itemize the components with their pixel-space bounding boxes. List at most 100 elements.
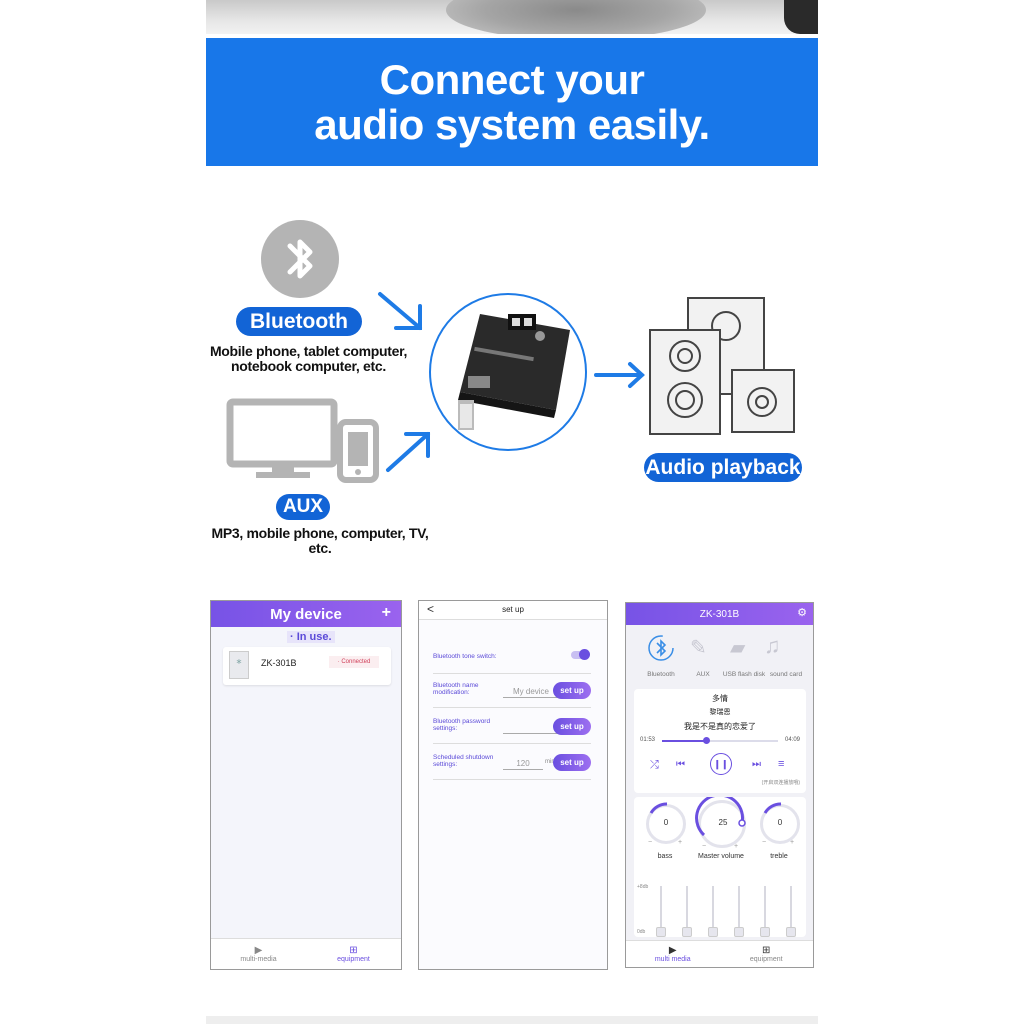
phone-screen-player: ZK-301B ⚙ ✎ ▰ ♫ Bluetooth AUX USB flash … <box>625 602 814 968</box>
song-artist: 黎瑞恩 <box>709 709 731 716</box>
pause-button[interactable]: ❙❙ <box>710 753 732 775</box>
settings-gear-icon[interactable]: ⚙ <box>797 607 807 619</box>
source-label-sound-card: sound card <box>769 671 803 678</box>
player-tab-equipment-label: equipment <box>749 956 783 963</box>
eq-thumb-4[interactable] <box>734 927 744 937</box>
treble-knob-arc-icon <box>763 802 782 814</box>
in-use-heading: · In use. <box>287 631 335 643</box>
bluetooth-pill: Bluetooth <box>236 307 362 336</box>
bass-value: 0 <box>663 818 669 827</box>
name-setup-button[interactable]: set up <box>553 682 591 699</box>
master-volume-plus[interactable]: + <box>734 843 739 850</box>
amplifier-board-image <box>429 293 587 451</box>
player-grid-icon: ⊞ <box>762 945 771 956</box>
name-label: Bluetooth name modification: <box>433 682 479 696</box>
audio-playback-pill: Audio playback <box>644 453 802 482</box>
player-tab-equipment[interactable]: ⊞ equipment <box>720 941 814 967</box>
headline-line-1: Connect your <box>379 56 645 103</box>
name-input[interactable]: My device <box>503 687 559 698</box>
password-label: Bluetooth password settings: <box>433 718 491 732</box>
source-label-usb: USB flash disk <box>722 671 766 678</box>
source-label-aux: AUX <box>696 671 710 678</box>
treble-plus[interactable]: + <box>790 839 795 846</box>
sleeve-shape <box>446 0 706 34</box>
song-title: 多情 <box>712 694 728 703</box>
eq-track-1[interactable] <box>660 886 662 934</box>
bottom-strip <box>206 1016 818 1024</box>
my-device-tab-bar: ▶ multi-media ⊞ equipment <box>211 938 401 969</box>
eq-thumb-2[interactable] <box>682 927 692 937</box>
sound-card-source-icon[interactable]: ♫ <box>764 633 781 658</box>
shutdown-minutes-input[interactable]: 120 <box>503 759 543 770</box>
eq-track-2[interactable] <box>686 886 688 934</box>
tone-toggle[interactable] <box>571 649 590 660</box>
progress-thumb[interactable] <box>703 737 711 744</box>
aux-pill: AUX <box>276 494 330 520</box>
bluetooth-desc: Mobile phone, tablet computer, notebook … <box>206 344 411 374</box>
shutdown-label: Scheduled shutdown settings: <box>433 754 494 768</box>
eq-track-6[interactable] <box>790 886 792 934</box>
previous-icon[interactable]: ⏮ <box>676 759 685 770</box>
eq-track-4[interactable] <box>738 886 740 934</box>
player-tab-multi-media-label: multi media <box>654 956 691 963</box>
device-name: ZK-301B <box>261 658 297 668</box>
treble-minus[interactable]: − <box>762 839 767 846</box>
password-setup-button[interactable]: set up <box>553 718 591 735</box>
password-input[interactable] <box>503 723 559 734</box>
tab-multi-media-label: multi-media <box>240 956 277 963</box>
tab-equipment[interactable]: ⊞ equipment <box>306 939 401 969</box>
eq-track-3[interactable] <box>712 886 714 934</box>
setting-row-tone: Bluetooth tone switch: <box>433 639 591 674</box>
tone-toggle-knob <box>579 649 590 660</box>
progress-fill <box>662 740 707 742</box>
monitor-phone-icon <box>226 398 379 483</box>
bass-knob-arc-icon <box>649 802 668 814</box>
add-device-button[interactable]: + <box>381 604 391 621</box>
my-device-title: My device <box>270 605 342 623</box>
device-corner <box>784 0 818 34</box>
eq-thumb-6[interactable] <box>786 927 796 937</box>
eq-thumb-5[interactable] <box>760 927 770 937</box>
arrow-aux-in-icon <box>386 432 430 472</box>
top-photo <box>206 0 818 34</box>
tab-multi-media[interactable]: ▶ multi-media <box>211 939 306 969</box>
shutdown-setup-button[interactable]: set up <box>553 754 591 771</box>
master-volume-minus[interactable]: − <box>702 843 707 850</box>
shuffle-icon[interactable]: ⤮ <box>650 759 659 771</box>
setting-row-name: Bluetooth name modification: My device s… <box>433 673 591 708</box>
player-tab-bar: ▶ multi media ⊞ equipment <box>626 940 813 967</box>
aux-source-icon[interactable]: ✎ <box>690 637 707 659</box>
eq-thumb-1[interactable] <box>656 927 666 937</box>
bluetooth-source-icon[interactable] <box>646 633 676 663</box>
connected-badge: · Connected <box>329 656 379 668</box>
playlist-icon[interactable]: ≡ <box>778 758 785 770</box>
eq-track-5[interactable] <box>764 886 766 934</box>
time-total: 04:09 <box>784 737 800 743</box>
song-lyric: 我是不是真的恋爱了 <box>684 722 756 731</box>
headline-line-2: audio system easily. <box>314 101 710 148</box>
bluetooth-desc-line-1: Mobile phone, tablet computer, <box>209 343 408 359</box>
back-button[interactable]: < <box>427 602 435 616</box>
next-icon[interactable]: ⏭ <box>752 759 761 770</box>
progress-track[interactable] <box>662 737 778 744</box>
tone-switch-label: Bluetooth tone switch: <box>433 653 497 660</box>
eq-bottom-label: 0db <box>637 929 646 935</box>
headline-banner: Connect your audio system easily. <box>206 38 818 166</box>
master-volume-label: Master volume <box>698 853 744 860</box>
bluetooth-icon <box>261 220 339 298</box>
player-tab-multi-media[interactable]: ▶ multi media <box>626 941 720 967</box>
setting-row-password: Bluetooth password settings: set up <box>433 709 591 744</box>
arrow-bluetooth-in-icon <box>378 292 422 330</box>
bass-plus[interactable]: + <box>678 839 683 846</box>
eq-thumb-3[interactable] <box>708 927 718 937</box>
bass-minus[interactable]: − <box>648 839 653 846</box>
eq-top-label: +8db <box>637 884 649 890</box>
treble-value: 0 <box>777 818 783 827</box>
grid-icon: ⊞ <box>349 945 358 956</box>
usb-source-icon[interactable]: ▰ <box>730 637 746 659</box>
device-card[interactable]: ∗ ZK-301B · Connected <box>223 647 391 685</box>
play-hint: (开启双连播放哦) <box>761 780 800 786</box>
player-header: ZK-301B ⚙ <box>626 603 813 625</box>
setting-row-shutdown: Scheduled shutdown settings: 120 minute … <box>433 745 591 780</box>
phone-screen-my-device: My device + · In use. ∗ ZK-301B · Connec… <box>210 600 402 970</box>
